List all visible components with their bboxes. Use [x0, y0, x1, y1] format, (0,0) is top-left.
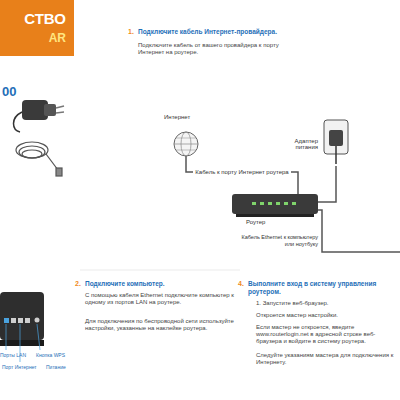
- guide-title: СТВО: [8, 10, 66, 27]
- router-base: [236, 214, 314, 217]
- part-label: Порты LAN: [0, 352, 34, 358]
- status-led: [268, 202, 272, 205]
- globe-latitude: [176, 138, 196, 139]
- step-text: Если мастер не откроется, введите www.ro…: [256, 324, 396, 346]
- step-title: Подключите кабель Интернет-провайдера.: [138, 28, 288, 36]
- outlet-node: Адаптер питания: [322, 118, 350, 166]
- step-title: Подключите компьютер.: [85, 280, 235, 288]
- banner-shape: [0, 0, 74, 56]
- globe-icon: [174, 132, 198, 156]
- status-led: [252, 202, 256, 205]
- divider: [80, 270, 240, 271]
- step-text: 1. Запустите веб-браузер.: [256, 300, 396, 307]
- router-shape: [232, 190, 318, 228]
- globe-latitude: [176, 150, 196, 151]
- step-number: 4.: [238, 280, 248, 288]
- globe-shape: [164, 114, 208, 158]
- cable-connector: [318, 166, 336, 202]
- step-text: Подключите кабель от вашего провайдера к…: [138, 42, 288, 56]
- part-label: Кнопка WPS: [36, 352, 72, 358]
- cable-line: [186, 156, 298, 194]
- step-number: 2.: [75, 280, 85, 288]
- step-number: 1.: [128, 28, 138, 36]
- step-text: Для подключения по беспроводной сети исп…: [85, 318, 235, 332]
- router-photo: [0, 292, 44, 346]
- power-plug: [329, 130, 343, 146]
- cable-line: [318, 166, 336, 202]
- globe-equator: [174, 144, 198, 145]
- plug-cord: [335, 146, 337, 164]
- cable-connector: [186, 156, 298, 194]
- node-label: Интернет: [164, 114, 208, 120]
- status-led: [284, 202, 288, 205]
- globe-node: Интернет: [164, 114, 208, 158]
- banner-node: СТВО AR: [0, 0, 74, 56]
- brand-name: AR: [8, 31, 66, 45]
- cable-label: Кабель Ethernet к компьютеру или ноутбук…: [238, 234, 318, 247]
- step-text: С помощью кабеля Ethernet подключите ком…: [85, 292, 235, 306]
- status-led: [292, 202, 296, 205]
- router-node: Роутер: [232, 190, 318, 228]
- step-text: Следуйте указаниям мастера для подключен…: [256, 352, 396, 366]
- step-text: Откроется мастер настройки.: [256, 312, 396, 319]
- status-led: [260, 202, 264, 205]
- power-adapter: [14, 100, 65, 132]
- step-title: Выполните вход в систему управления роут…: [248, 280, 396, 296]
- node-label: Адаптер питания: [278, 138, 318, 150]
- model-number: 00: [2, 84, 42, 100]
- outlet-shape: [322, 118, 350, 166]
- ethernet-cable: [316, 210, 400, 252]
- node-label: Роутер: [246, 219, 265, 225]
- part-label: Порт Интернет: [2, 364, 42, 370]
- ethernet-cable: [16, 142, 62, 176]
- status-led: [276, 202, 280, 205]
- router-body: [232, 194, 318, 214]
- cable-label: Кабель к порту Интернет роутера: [193, 169, 290, 175]
- part-label: Питание: [46, 364, 76, 370]
